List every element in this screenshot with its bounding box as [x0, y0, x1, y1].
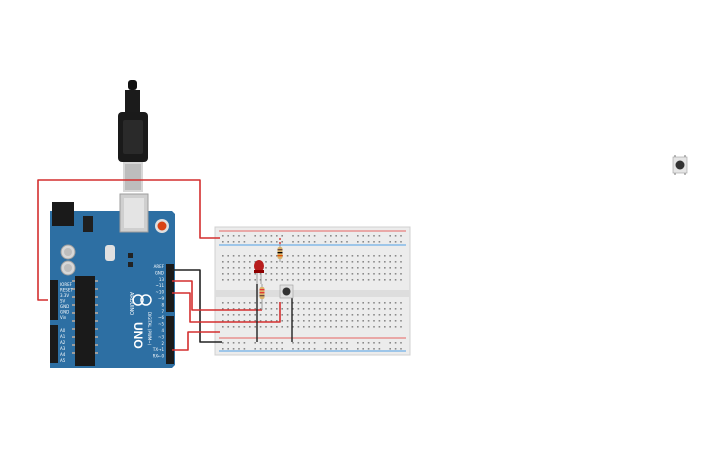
power-jack — [52, 202, 74, 226]
microcontroller-chip — [75, 276, 95, 366]
pin-label: 2 — [161, 341, 164, 346]
led-icon[interactable] — [254, 260, 264, 284]
wire-pin2-red[interactable] — [172, 331, 220, 351]
pin-label: 7 — [161, 309, 164, 314]
digital-header-high[interactable] — [166, 264, 174, 312]
pin-label: A4 — [60, 352, 66, 357]
pin-label: 13 — [159, 277, 165, 282]
pin-label: ~3 — [158, 334, 164, 339]
wire-pin12-red[interactable] — [172, 292, 281, 323]
pin-label: 8 — [161, 302, 164, 307]
pin-label: RESET — [60, 288, 73, 293]
pin-label: 5V — [60, 299, 66, 304]
pushbutton-icon[interactable] — [279, 284, 294, 299]
pin-label: 4 — [161, 328, 164, 333]
wire-5v-red[interactable] — [37, 179, 220, 301]
power-header[interactable] — [50, 280, 58, 320]
pin-label: GND — [155, 270, 164, 275]
resistor-led[interactable] — [259, 284, 265, 310]
arduino-uno-board[interactable]: ARDUINO UNO DIGITAL (PWM~) IOREFRESET3.3… — [50, 193, 175, 368]
pin-label: GND — [60, 304, 69, 309]
pin-label: TX→1 — [152, 347, 165, 352]
pin-label: A1 — [60, 334, 66, 339]
pin-label: A3 — [60, 346, 66, 351]
pin-label: A0 — [60, 328, 66, 333]
pin-label: A2 — [60, 340, 66, 345]
digital-header-label: DIGITAL (PWM~) — [147, 312, 152, 346]
pin-label: ~10 — [156, 290, 165, 295]
pin-label: 3.3V — [60, 293, 69, 298]
pin-label: IOREF — [60, 282, 73, 287]
analog-header[interactable] — [50, 325, 58, 363]
pin-label: ~9 — [158, 296, 164, 301]
resistor-icon[interactable] — [277, 244, 283, 262]
wire-gnd-black[interactable] — [172, 269, 222, 343]
pin-label: ~5 — [158, 322, 164, 327]
board-brand-label: ARDUINO — [128, 292, 134, 315]
pin-label: GND — [60, 310, 69, 315]
pin-label: ~6 — [158, 315, 164, 320]
reset-button[interactable] — [155, 219, 169, 233]
pin-label: Vin — [60, 315, 67, 320]
wire-pin13-red[interactable] — [172, 280, 262, 311]
digital-header-low[interactable] — [166, 316, 174, 364]
pin-label: ~11 — [156, 283, 165, 288]
wires — [37, 179, 293, 351]
pin-label: AREF — [154, 264, 165, 269]
pin-label: A5 — [60, 358, 66, 363]
pushbutton-component-icon[interactable] — [672, 155, 688, 175]
breadboard[interactable] — [214, 226, 411, 356]
pin-label: RX←0 — [153, 354, 165, 359]
usb-plug-icon[interactable] — [118, 80, 148, 192]
board-model-label: UNO — [131, 322, 145, 349]
